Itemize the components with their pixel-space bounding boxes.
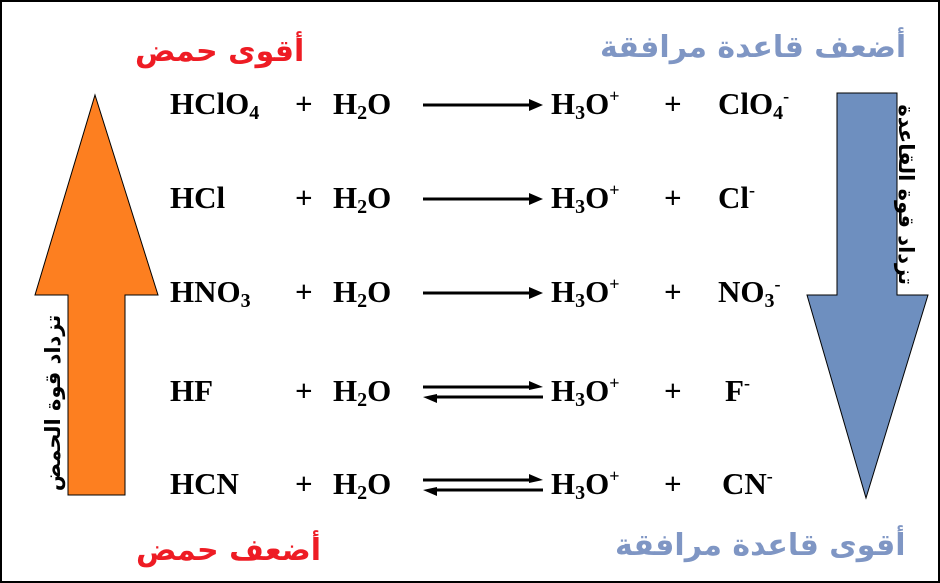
conjugate-base-formula: ClO4- bbox=[718, 86, 790, 124]
hydronium-formula: H3O+ bbox=[551, 274, 620, 312]
acid-strength-increases-label: تزداد قوة الحمض bbox=[41, 314, 65, 492]
plus-sign: + bbox=[295, 274, 313, 309]
acid-formula: HClO4 bbox=[170, 86, 260, 124]
weakest-acid-label: أضعف حمض bbox=[136, 533, 322, 568]
water-formula: H2O bbox=[333, 466, 392, 504]
plus-sign: + bbox=[664, 180, 682, 215]
base-strength-down-arrow-icon bbox=[806, 92, 929, 500]
base-strength-increases-label: تزداد قوة القاعدة bbox=[894, 104, 918, 285]
strongest-acid-label: أقوى حمض bbox=[135, 34, 305, 69]
plus-sign: + bbox=[664, 373, 682, 408]
plus-sign: + bbox=[295, 180, 313, 215]
equilibrium-arrow-icon bbox=[423, 474, 543, 496]
forward-arrow-icon bbox=[423, 99, 543, 111]
forward-arrow-icon bbox=[423, 287, 543, 299]
plus-sign: + bbox=[664, 274, 682, 309]
conjugate-base-formula: Cl- bbox=[718, 180, 755, 215]
forward-arrow-icon bbox=[423, 193, 543, 205]
conjugate-base-formula: F- bbox=[725, 373, 750, 408]
acid-formula: HF bbox=[170, 373, 214, 408]
water-formula: H2O bbox=[333, 373, 392, 411]
plus-sign: + bbox=[295, 373, 313, 408]
hydronium-formula: H3O+ bbox=[551, 373, 620, 411]
strongest-conjugate-base-label: أقوى قاعدة مرافقة bbox=[615, 528, 906, 563]
acid-formula: HNO3 bbox=[170, 274, 251, 312]
hydronium-formula: H3O+ bbox=[551, 466, 620, 504]
plus-sign: + bbox=[664, 466, 682, 501]
water-formula: H2O bbox=[333, 274, 392, 312]
acid-strength-up-arrow-icon bbox=[34, 93, 159, 496]
plus-sign: + bbox=[664, 86, 682, 121]
hydronium-formula: H3O+ bbox=[551, 86, 620, 124]
plus-sign: + bbox=[295, 86, 313, 121]
equilibrium-arrow-icon bbox=[423, 381, 543, 403]
water-formula: H2O bbox=[333, 86, 392, 124]
acid-formula: HCl bbox=[170, 180, 226, 215]
conjugate-base-formula: NO3- bbox=[718, 274, 781, 312]
acid-formula: HCN bbox=[170, 466, 239, 501]
weakest-conjugate-base-label: أضعف قاعدة مرافقة bbox=[600, 30, 907, 65]
plus-sign: + bbox=[295, 466, 313, 501]
conjugate-base-formula: CN- bbox=[722, 466, 773, 501]
hydronium-formula: H3O+ bbox=[551, 180, 620, 218]
water-formula: H2O bbox=[333, 180, 392, 218]
